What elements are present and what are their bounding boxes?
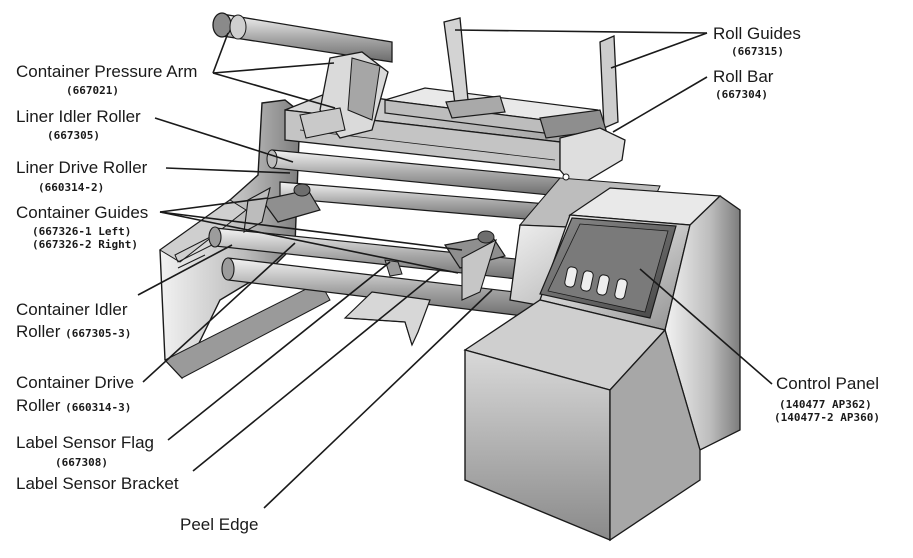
label-roll-bar: Roll Bar: [713, 67, 774, 86]
leader-sensor-flag: [167, 261, 391, 441]
label-container-pressure-arm: Container Pressure Arm: [16, 62, 198, 81]
leader-roll-guide-left: [454, 29, 708, 34]
label-peel-edge: Peel Edge: [180, 515, 259, 534]
leader-pressure-arm-2: [212, 62, 335, 74]
sensor-and-peel-shapes: [343, 259, 431, 347]
leader-peel-edge: [263, 289, 493, 509]
label-container-drive-roller-line2: Roller (660314-3): [16, 396, 131, 418]
part-number-container-pressure-arm: (667021): [66, 84, 119, 97]
leader-container-guide-right: [159, 211, 463, 251]
leader-container-idler: [137, 244, 233, 296]
leader-sensor-bracket: [192, 269, 441, 472]
leader-container-guide-left: [159, 197, 269, 213]
leader-pressure-arm-3: [212, 72, 336, 109]
part-number-label-sensor-flag: (667308): [55, 456, 108, 469]
pressure-arm-shapes: [212, 12, 393, 139]
part-number-container-guide-left: (667326-1 Left): [32, 225, 132, 238]
leader-liner-idler: [154, 117, 294, 163]
leader-roll-guide-right: [610, 32, 708, 69]
leader-container-guide-right-2: [159, 211, 459, 274]
label-label-sensor-flag: Label Sensor Flag: [16, 433, 154, 452]
part-number-container-guide-right: (667326-2 Right): [32, 238, 138, 251]
label-label-sensor-bracket: Label Sensor Bracket: [16, 474, 179, 493]
container-guides-shapes: [243, 183, 506, 301]
label-container-drive-roller-word: Roller: [16, 396, 61, 415]
leader-lines: [137, 29, 773, 509]
label-container-idler-roller-word: Roller: [16, 322, 61, 341]
leader-pressure-arm-1: [212, 32, 229, 74]
label-container-guides: Container Guides: [16, 203, 149, 222]
part-number-control-panel-2: (140477-2 AP360): [774, 411, 880, 424]
label-liner-idler-roller: Liner Idler Roller: [16, 107, 141, 126]
part-number-container-idler-roller: (667305-3): [65, 327, 132, 340]
leader-control-panel: [639, 268, 773, 385]
label-liner-drive-roller: Liner Drive Roller: [16, 158, 148, 177]
label-control-panel: Control Panel: [776, 374, 880, 393]
leader-container-drive: [142, 242, 296, 383]
part-number-container-drive-roller: (660314-3): [65, 401, 132, 414]
leader-roll-bar: [612, 76, 708, 133]
label-container-idler-roller-line1: Container Idler: [16, 300, 128, 319]
part-number-liner-drive-roller: (660314-2): [38, 181, 105, 194]
part-number-liner-idler-roller: (667305): [47, 129, 100, 142]
part-number-roll-bar: (667304): [715, 88, 768, 101]
control-panel-shapes: [539, 217, 677, 319]
label-roll-guides: Roll Guides: [713, 24, 801, 43]
label-container-drive-roller-line1: Container Drive: [16, 373, 135, 392]
part-number-roll-guides: (667315): [731, 45, 784, 58]
label-container-idler-roller-line2: Roller (667305-3): [16, 322, 131, 344]
part-number-control-panel-1: (140477 AP362): [779, 398, 872, 411]
leader-liner-drive: [165, 167, 291, 174]
